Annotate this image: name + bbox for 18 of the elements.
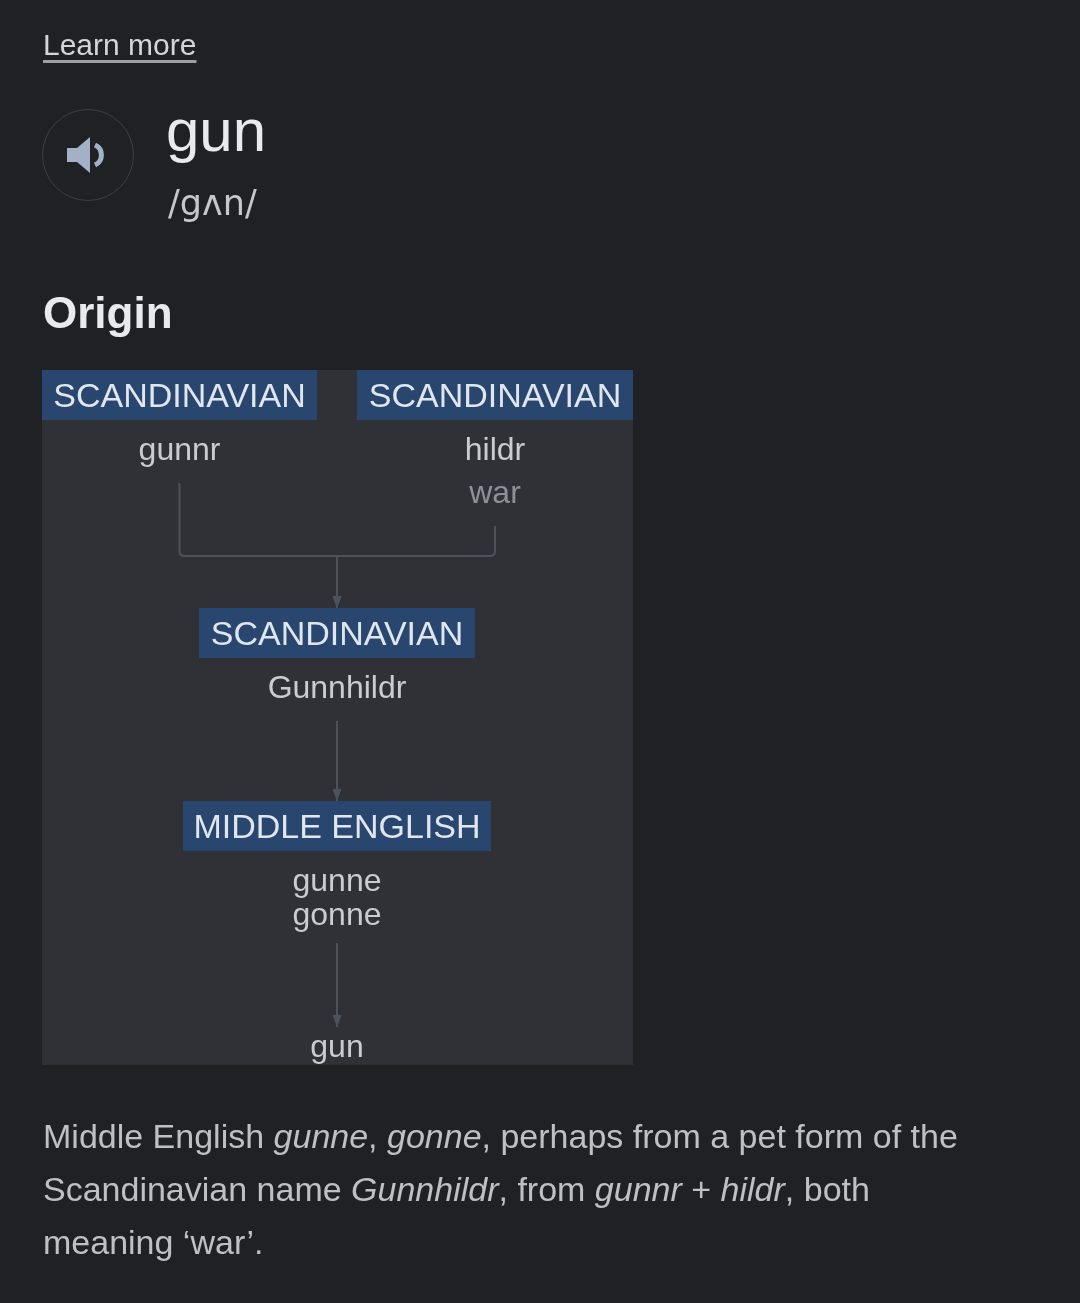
gloss-text: war <box>469 473 521 512</box>
language-tag: SCANDINAVIAN <box>357 370 633 420</box>
etymon-word: Gunnhildr <box>267 668 407 707</box>
arrow <box>332 720 342 802</box>
etymon-word: gunne <box>292 863 382 897</box>
origin-paragraph: Middle English gunne, gonne, perhaps from a pet form of the Scandinavian name Gunnhildr, from gunnr + hildr, both meaning ‘war’. <box>43 1116 959 1263</box>
etymon-word: gun <box>310 1027 364 1065</box>
language-tag: SCANDINAVIAN <box>199 608 475 658</box>
etymon-word: gonne <box>292 897 382 931</box>
etymon-word: gunnr <box>138 430 221 469</box>
etymon-word: hildr <box>464 430 526 469</box>
arrow <box>332 942 342 1028</box>
learn-more-link: Learn more <box>43 27 197 63</box>
language-tag: SCANDINAVIAN <box>42 370 317 420</box>
pronunciation-text: /gʌn/ <box>168 182 257 224</box>
language-tag: MIDDLE ENGLISH <box>183 801 491 851</box>
headword: gun <box>166 96 267 166</box>
section-heading: Origin <box>43 287 173 339</box>
